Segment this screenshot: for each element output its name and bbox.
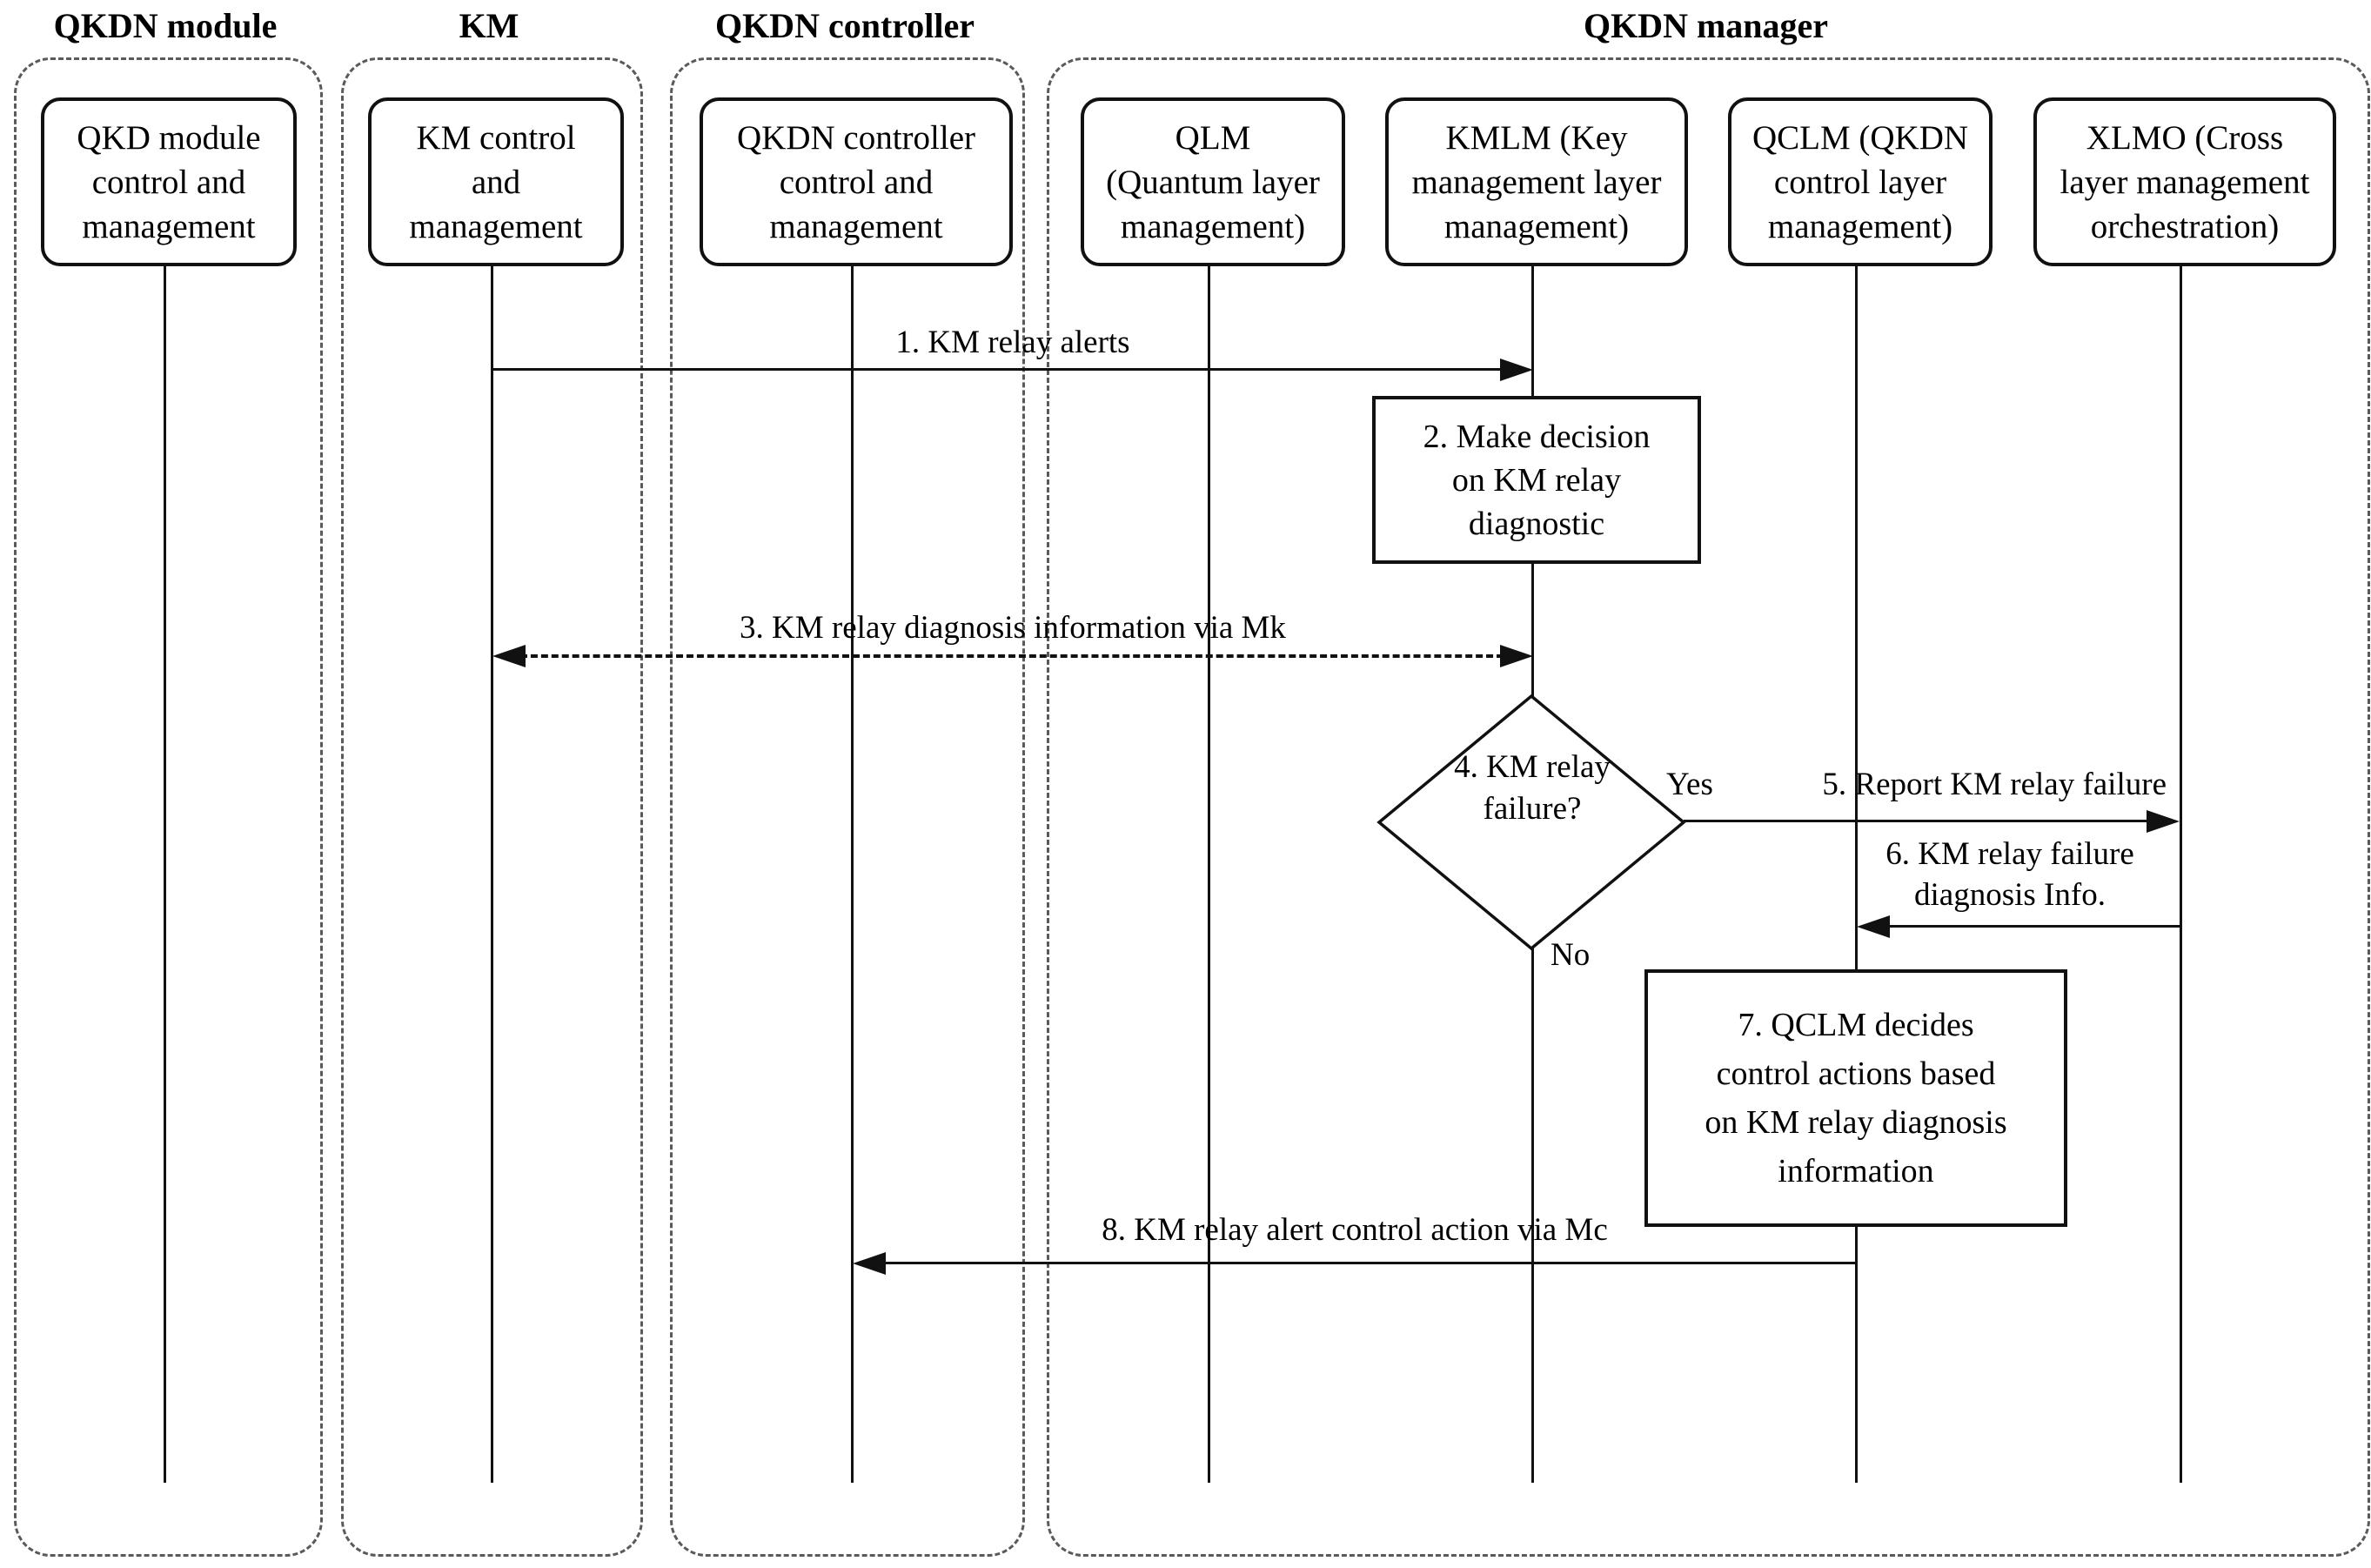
message-6-label: 6. KM relay failure diagnosis Info.: [1885, 836, 2134, 913]
decision-diamond-label: 4. KM relay failure?: [1454, 749, 1611, 827]
message-3-left-arrowhead-icon: [492, 645, 526, 667]
header-qkdn-manager: QKDN manager: [1583, 6, 1829, 45]
actor-box-qkd-module-cm: QKD module control and management: [41, 97, 297, 266]
actor-box-qlm: QLM (Quantum layer management): [1081, 97, 1345, 266]
message-3-dashed-line: [520, 654, 1504, 658]
actor-box-xlmo: XLMO (Cross layer management orchestrati…: [2033, 97, 2336, 266]
activity-box-2: 2. Make decision on KM relay diagnostic: [1372, 396, 1701, 564]
message-1-label: 1. KM relay alerts: [895, 325, 1130, 360]
actor-box-kmlm: KMLM (Key management layer management): [1385, 97, 1688, 266]
decision-diamond-shape: [1376, 694, 1686, 951]
message-1-arrowhead-icon: [1500, 358, 1533, 381]
yes-guard-label: Yes: [1666, 767, 1713, 802]
actor-box-qclm: QCLM (QKDN control layer management): [1728, 97, 1993, 266]
no-guard-label: No: [1551, 937, 1591, 973]
lifeline-qclm: [1855, 258, 1858, 1483]
message-8-label: 8. KM relay alert control action via Mc: [1102, 1212, 1608, 1248]
lifeline-qkd-module-cm: [164, 258, 166, 1483]
message-6-arrowhead-icon: [1857, 915, 1890, 938]
header-qkdn-module: QKDN module: [53, 6, 278, 45]
message-3-label: 3. KM relay diagnosis information via Mk: [740, 610, 1286, 646]
message-6-line: [1886, 925, 2181, 928]
group-qkdn-module: [14, 57, 323, 1557]
message-3-right-arrowhead-icon: [1500, 645, 1533, 667]
header-km: KM: [459, 6, 519, 45]
lifeline-xlmo: [2180, 258, 2182, 1483]
lifeline-km-cm: [491, 258, 493, 1483]
actor-box-km-cm: KM control and management: [368, 97, 624, 266]
group-qkdn-manager: [1047, 57, 2370, 1557]
group-km: [341, 57, 643, 1557]
lifeline-qkdn-controller-cm: [851, 258, 854, 1483]
activity-box-7: 7. QCLM decides control actions based on…: [1644, 969, 2067, 1227]
header-qkdn-controller: QKDN controller: [714, 6, 975, 45]
group-qkdn-controller: [670, 57, 1025, 1557]
message-1-line: [492, 368, 1504, 371]
message-5-arrowhead-icon: [2147, 810, 2180, 833]
message-5-label: 5. Report KM relay failure: [1822, 767, 2167, 802]
message-8-arrowhead-icon: [853, 1252, 886, 1275]
message-5-label-row: Yes 5. Report KM relay failure: [1666, 766, 2167, 804]
message-5-line: [1684, 820, 2148, 822]
message-8-line: [882, 1262, 1857, 1264]
actor-box-qkdn-controller-cm: QKDN controller control and management: [700, 97, 1013, 266]
lifeline-qlm: [1208, 258, 1210, 1483]
